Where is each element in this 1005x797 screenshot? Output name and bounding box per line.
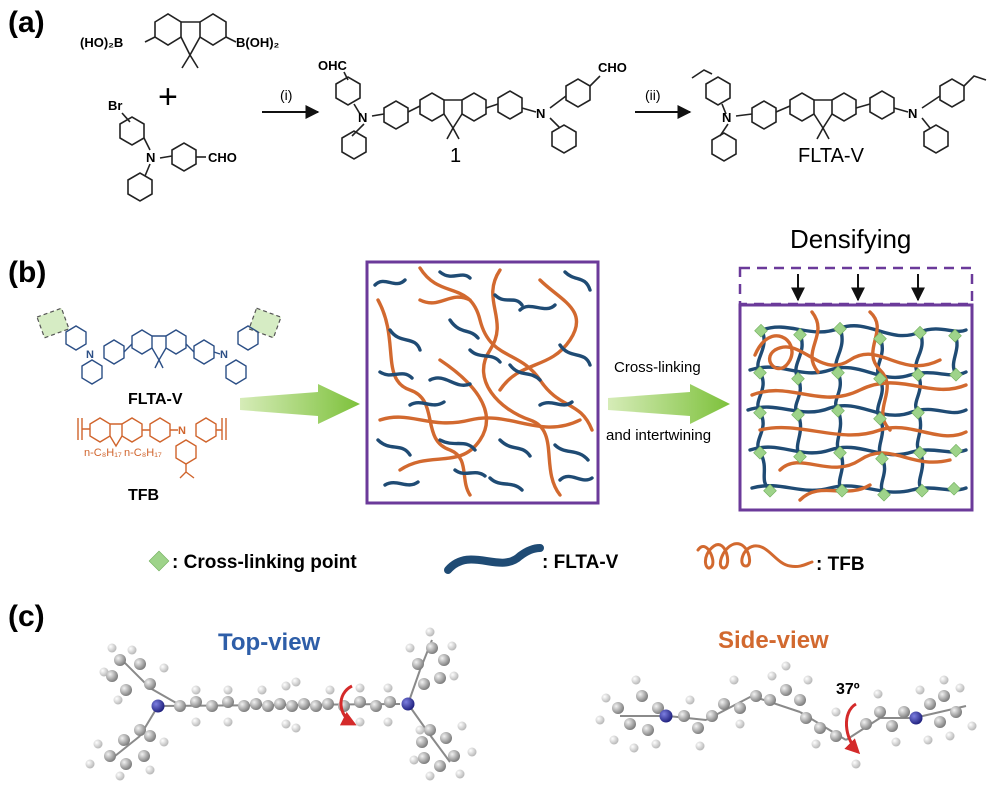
densifying-label: Densifying xyxy=(790,224,911,254)
side-view-c-atoms xyxy=(612,684,962,742)
panel-a-label: (a) xyxy=(8,6,45,39)
intermediate-n-right: N xyxy=(536,106,545,121)
panel-b: (b) N N FLTA-V N xyxy=(8,224,974,575)
tfb-name: TFB xyxy=(128,487,159,504)
top-view-n-atom-right xyxy=(401,697,415,711)
product-n-right: N xyxy=(908,106,917,121)
process-arrow-1 xyxy=(240,384,360,424)
legend-tfb-label: : TFB xyxy=(816,554,865,575)
side-view-n-atom-right xyxy=(909,711,923,725)
side-view-h-atoms xyxy=(595,661,977,769)
legend-flta-swatch xyxy=(444,544,544,574)
amine-n-label: N xyxy=(146,150,155,165)
vinyl-group-highlight-right xyxy=(248,307,282,339)
tfb-substituent-right: n-C₈H₁₇ xyxy=(124,447,162,459)
mixture-frame xyxy=(365,260,600,505)
network-crosslink-points xyxy=(753,321,963,502)
top-view-molecule-model xyxy=(85,627,477,781)
side-view-rotation-arrow xyxy=(844,702,861,755)
mixture-tfb-chains xyxy=(376,266,594,497)
panel-c: (c) Top-view Side-view 37º xyxy=(8,600,977,781)
tfb-substituent-left: n-C₈H₁₇ xyxy=(84,447,122,459)
top-view-h-atoms xyxy=(85,627,477,781)
plus-sign: + xyxy=(158,78,178,116)
flta-v-monomer-structure: N N FLTA-V xyxy=(36,307,282,408)
side-view-title: Side-view xyxy=(718,627,829,654)
intermediate-1-structure: OHC N N CHO 1 xyxy=(318,58,627,167)
intermediate-cho-right: CHO xyxy=(598,60,627,75)
mixture-flta-chains xyxy=(373,270,594,492)
network-box xyxy=(738,303,974,512)
process-arrow-2 xyxy=(608,384,730,424)
bromo-label: Br xyxy=(108,98,122,113)
top-view-title: Top-view xyxy=(218,629,321,656)
network-tfb-chains xyxy=(750,310,968,502)
top-view-c-atoms xyxy=(104,642,460,772)
product-name: FLTA-V xyxy=(798,145,865,167)
network-frame xyxy=(738,303,974,512)
reactant-fluorene-diboronic-acid: (HO)₂B B(OH)₂ xyxy=(80,13,280,69)
process-label-line2: and intertwining xyxy=(606,427,711,444)
flta-v-name: FLTA-V xyxy=(128,391,183,408)
top-view-rotation-arrow xyxy=(339,684,357,726)
legend-flta-label: : FLTA-V xyxy=(542,552,619,573)
panel-b-label: (b) xyxy=(8,256,46,289)
flta-n-left: N xyxy=(86,349,94,361)
boronic-right-label: B(OH)₂ xyxy=(236,35,280,50)
top-view-n-atom-left xyxy=(151,699,165,713)
reactant-bromo-triphenylamine-aldehyde: Br N CHO xyxy=(108,98,237,202)
intermediate-cho-left: OHC xyxy=(318,58,348,73)
tfb-n-label: N xyxy=(178,425,186,437)
tfb-polymer-structure: N n-C₈H₁₇ n-C₈H₁₇ TFB xyxy=(77,417,227,504)
densifying-dashed-frame xyxy=(738,266,974,306)
legend-crosslink-label: : Cross-linking point xyxy=(172,552,357,573)
product-flta-v-structure: N N FLTA-V xyxy=(691,69,987,167)
step-ii-label: (ii) xyxy=(645,87,661,103)
vinyl-group-highlight-left xyxy=(36,307,70,339)
step-i-label: (i) xyxy=(280,87,292,103)
panel-a: (a) (HO)₂B B(OH)₂ + Br N CHO xyxy=(8,6,987,202)
legend-tfb-swatch xyxy=(696,542,814,570)
torsion-angle-label: 37º xyxy=(836,681,860,698)
legend: : Cross-linking point : FLTA-V : TFB xyxy=(148,542,865,575)
process-label-line1: Cross-linking xyxy=(614,359,701,376)
aldehyde-label: CHO xyxy=(208,150,237,165)
panel-c-label: (c) xyxy=(8,600,45,633)
side-view-n-atom-left xyxy=(659,709,673,723)
legend-crosslink-swatch xyxy=(148,550,170,572)
product-n-left: N xyxy=(722,110,731,125)
flta-n-right: N xyxy=(220,349,228,361)
intermediate-n-left: N xyxy=(358,110,367,125)
mixture-box xyxy=(365,260,600,505)
side-view-molecule-model xyxy=(595,661,977,769)
boronic-left-label: (HO)₂B xyxy=(80,35,123,50)
intermediate-number: 1 xyxy=(450,145,461,167)
